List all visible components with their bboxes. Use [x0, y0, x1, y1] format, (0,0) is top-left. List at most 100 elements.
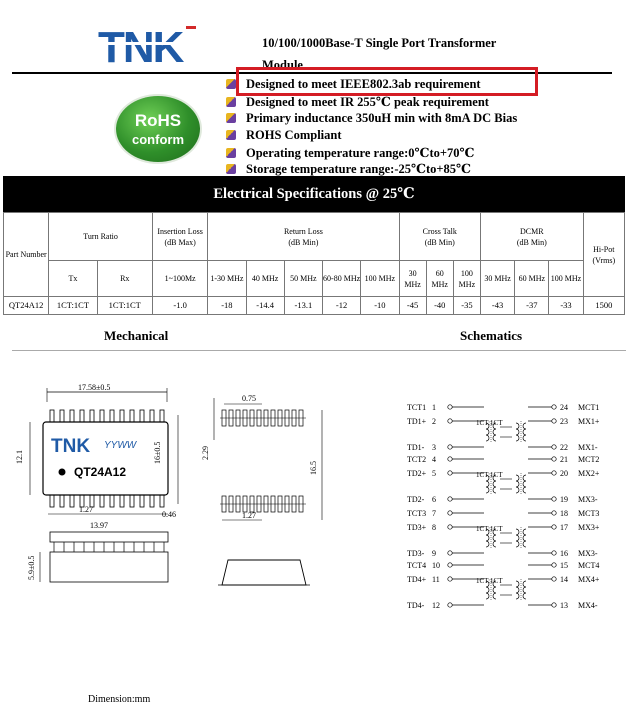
right-pin-label: MX3+ [578, 523, 600, 532]
pin [109, 409, 115, 423]
pin-terminal [447, 550, 453, 556]
rohs-badge: RoHS conform [116, 96, 200, 162]
pin [109, 494, 115, 508]
left-pin-label: TCT2 [407, 455, 426, 464]
pin [69, 409, 75, 423]
cell-rx: 1CT:1CT [96, 296, 153, 315]
feature-text: Operating temperature range:0℃to+70℃ [246, 146, 475, 160]
pin [99, 409, 105, 423]
dim-side: 5.9±0.5 [27, 556, 36, 580]
chip-logo: TNK [51, 436, 90, 457]
right-pin-label: MX3- [578, 549, 598, 558]
right-pin-label: MCT4 [578, 561, 599, 570]
bullet-icon [226, 148, 236, 158]
cell-rl: -12 [321, 296, 362, 315]
dim-075: 0.75 [242, 394, 256, 403]
th-rl-freq: 100 MHz [360, 260, 400, 297]
left-pin-num: 9 [432, 549, 436, 558]
th-hipot: Hi-Pot(Vrms) [582, 212, 626, 297]
ratio-label: 1CT:1CT [476, 419, 503, 427]
ratio-label: 1CT:1CT [476, 471, 503, 479]
dim-229: 2.29 [201, 446, 210, 460]
right-pin-num: 23 [560, 417, 568, 426]
th-il: Insertion Loss (dB Max) [151, 212, 209, 261]
right-pin-num: 17 [560, 523, 568, 532]
dimension-note: Dimension:mm [88, 694, 151, 705]
left-pin-num: 4 [432, 455, 436, 464]
cell-ct: -35 [452, 296, 482, 315]
right-pin-label: MX4+ [578, 575, 600, 584]
spec-table: Part Number Turn Ratio Insertion Loss (d… [2, 212, 626, 315]
cell-hipot: 1500 [582, 296, 626, 315]
right-pin-num: 13 [560, 601, 568, 610]
rohs-line1: RoHS [134, 111, 182, 130]
tnk-logo: TNK [98, 23, 228, 70]
pins-top [49, 409, 165, 423]
bullet-icon [226, 79, 236, 89]
ratio-label: 1CT:1CT [476, 577, 503, 585]
feature-item: Operating temperature range:0℃to+70℃ [226, 145, 474, 161]
left-pin-label: TD3- [407, 549, 425, 558]
dim-pitch: 1.27 [79, 505, 93, 514]
pin [59, 494, 65, 508]
title-line-1: 10/100/1000Base-T Single Port Transforme… [262, 36, 497, 50]
cell-rl: -10 [360, 296, 400, 315]
pin-terminal [447, 404, 453, 410]
pin1-dot [58, 468, 66, 476]
right-pin-num: 14 [560, 575, 568, 584]
th-ct-freq: 30 MHz [398, 260, 427, 297]
th-rx: Rx [96, 260, 153, 297]
right-pin-num: 19 [560, 495, 568, 504]
pin [79, 494, 85, 508]
feature-text: Designed to meet IR 255℃ peak requiremen… [246, 95, 489, 109]
pin [139, 409, 145, 423]
pin-terminal [551, 404, 557, 410]
cell-dcmr: -43 [479, 296, 516, 315]
th-rl-freq: 50 MHz [283, 260, 323, 297]
pin-terminal [447, 444, 453, 450]
th-dcmr-freq: 100 MHz [548, 260, 584, 297]
svg-text:TNK: TNK [98, 23, 185, 70]
pin [49, 409, 55, 423]
feature-item: Storage temperature range:-25℃to+85℃ [226, 161, 471, 177]
th-dcmr: DCMR(dB Min) [480, 212, 584, 261]
package-body [42, 421, 169, 496]
pin-terminal [447, 418, 453, 424]
left-pin-num: 11 [432, 575, 440, 584]
pin [89, 494, 95, 508]
pin [119, 409, 125, 423]
bullet-icon [226, 130, 236, 140]
th-tx: Tx [48, 260, 98, 297]
right-pin-label: MX4- [578, 601, 598, 610]
th-part: Part Number [2, 212, 50, 297]
th-turn: Turn Ratio [48, 212, 153, 261]
feature-item: Primary inductance 350uH min with 8mA DC… [226, 111, 517, 126]
pin-terminal [551, 510, 557, 516]
pins-bottom [49, 494, 165, 508]
left-pin-num: 7 [432, 509, 436, 518]
pin-terminal [447, 470, 453, 476]
dim-span: 13.97 [90, 521, 108, 530]
left-pin-num: 12 [432, 601, 440, 610]
cell-dcmr: -37 [514, 296, 550, 315]
cell-rl: -14.4 [245, 296, 285, 315]
spec-title-bar: Electrical Specifications @ 25℃ [3, 176, 625, 212]
pin [59, 409, 65, 423]
left-pin-label: TD1+ [407, 417, 427, 426]
th-il-freq: 1~100Mz [151, 260, 209, 297]
mechanical-heading: Mechanical [104, 328, 169, 343]
cell-dcmr: -33 [548, 296, 584, 315]
right-pin-num: 18 [560, 509, 568, 518]
pin [129, 409, 135, 423]
pin-terminal [551, 550, 557, 556]
pin-terminal [447, 456, 453, 462]
pin-terminal [551, 524, 557, 530]
side-view-top [49, 531, 169, 543]
th-ct-freq: 100 MHz [452, 260, 482, 297]
pin-terminal [447, 510, 453, 516]
dim-165: 16.5 [309, 461, 318, 475]
pin [49, 494, 55, 508]
cell-ct: -45 [398, 296, 427, 315]
left-pin-num: 2 [432, 417, 436, 426]
